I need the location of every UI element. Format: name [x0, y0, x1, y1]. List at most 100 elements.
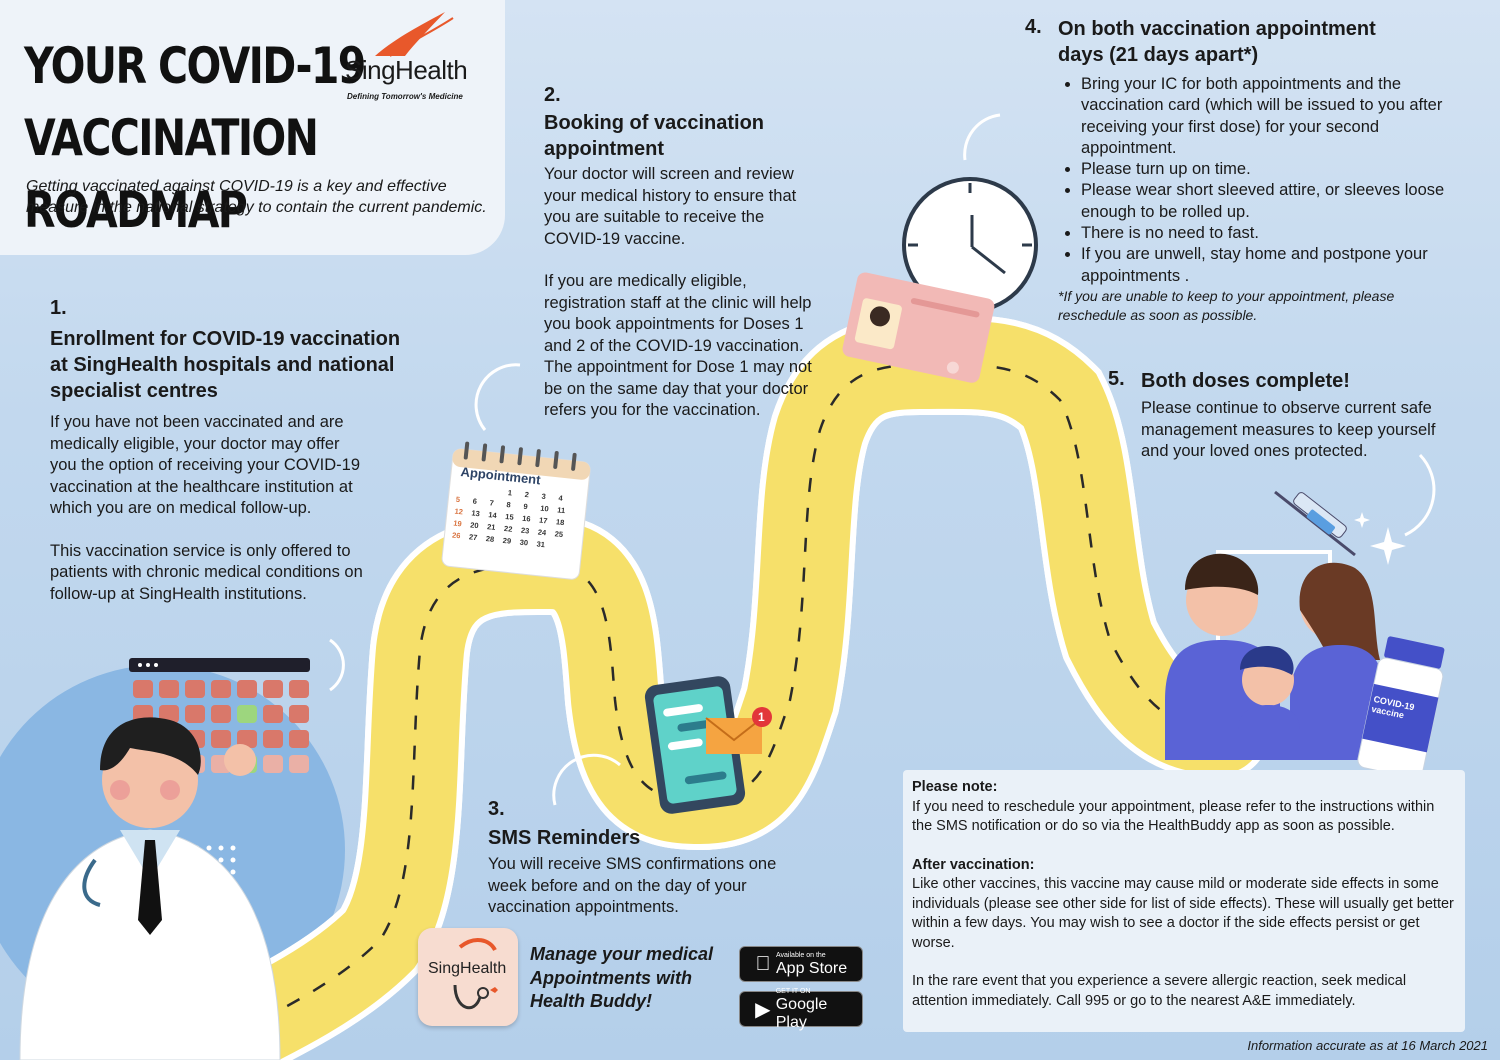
app-store-button[interactable]:  Available on the App Store	[739, 946, 863, 982]
step-number: 2.	[544, 84, 561, 106]
google-play-button[interactable]: ▶ GET IT ON Google Play	[739, 988, 863, 1031]
notes-heading: Please note:	[912, 778, 1456, 798]
calendar-icon	[441, 441, 591, 580]
google-play-big: Google Play	[775, 995, 828, 1031]
booking-grid-cell	[133, 680, 153, 698]
logo-tagline: Defining Tomorrow's Medicine	[347, 92, 463, 101]
pattern-dot	[230, 869, 236, 875]
booking-grid-cell	[159, 680, 179, 698]
severe-reaction-text: In the rare event that you experience a …	[912, 973, 1407, 1009]
booking-grid-cell	[185, 705, 205, 723]
calendar-day: 9	[523, 501, 529, 512]
step-heading: SMS Reminders	[488, 827, 641, 849]
notification-badge	[752, 707, 772, 727]
calendar-day: 22	[503, 523, 513, 534]
after-heading-wrap: After vaccination:	[912, 856, 1456, 876]
step-5: 5. Both doses complete! Please continue …	[1108, 368, 1458, 463]
step-paragraph: Please continue to observe current safe …	[1141, 399, 1436, 460]
pattern-dot	[230, 845, 236, 851]
calendar-day: 24	[537, 527, 547, 538]
family-illustration	[1165, 550, 1385, 760]
page-title-line2: VACCINATION ROADMAP	[24, 109, 319, 239]
step-4-bullets: Bring your IC for both appointments and …	[1025, 74, 1465, 287]
calendar-day	[457, 483, 475, 494]
list-item: Please turn up on time.	[1081, 159, 1465, 180]
calendar-day: 30	[519, 537, 529, 548]
after-vaccination-heading: After vaccination:	[912, 856, 1035, 873]
step-paragraph: If you are medically eligible, registrat…	[544, 272, 812, 419]
app-store-big: App Store	[776, 959, 848, 977]
step-number: 3.	[488, 798, 505, 820]
calendar-day: 16	[521, 513, 531, 524]
page-title: YOUR COVID-19 VACCINATION ROADMAP	[24, 30, 516, 246]
pattern-dot	[218, 845, 224, 851]
booking-grid-cell	[211, 680, 231, 698]
step-paragraph: This vaccination service is only offered…	[50, 541, 363, 603]
calendar-day: 3	[541, 491, 547, 502]
after-vaccination-text: Like other vaccines, this vaccine may ca…	[912, 876, 1454, 951]
calendar-day	[474, 485, 492, 496]
calendar-day: 12	[454, 506, 464, 517]
booking-grid-cell	[289, 730, 309, 748]
booking-grid-cell	[211, 705, 231, 723]
logo-name: SingHealth	[345, 55, 468, 85]
pattern-dot	[218, 857, 224, 863]
calendar-day: 25	[554, 529, 564, 540]
notification-count: 1	[758, 710, 765, 724]
healthbuddy-app-icon[interactable]	[418, 928, 518, 1026]
pattern-dot	[230, 857, 236, 863]
step-number: 1.	[50, 297, 67, 319]
step-paragraph: Your doctor will screen and review your …	[544, 165, 797, 248]
step-footnote: *If you are unable to keep to your appoi…	[1058, 287, 1395, 323]
step-4: 4. On both vaccination appointment days …	[1025, 16, 1465, 325]
step-number: 4.	[1025, 16, 1042, 38]
step-2: 2. Booking of vaccination appointment Yo…	[544, 84, 824, 422]
calendar-day: 23	[520, 525, 530, 536]
booking-grid-cell	[159, 705, 179, 723]
phone-icon	[644, 676, 746, 814]
arc-decoration	[963, 113, 1001, 161]
calendar-day: 28	[485, 534, 495, 544]
calendar-day: 10	[539, 503, 550, 514]
stethoscope-icon	[453, 938, 498, 1010]
calendar-day: 31	[536, 539, 546, 550]
road-lane-line	[179, 363, 1221, 1060]
calendar-day: 15	[504, 511, 515, 522]
calendar-day: 18	[555, 517, 565, 528]
step-heading: On both vaccination appointment days (21…	[1058, 18, 1376, 66]
calendar-day: 13	[471, 508, 481, 519]
booking-grid-cell	[263, 680, 283, 698]
accuracy-note: Information accurate as at 16 March 2021	[1247, 1038, 1488, 1053]
google-play-icon: ▶	[755, 998, 771, 1021]
list-item: Please wear short sleeved attire, or sle…	[1081, 180, 1465, 223]
calendar-day: 21	[486, 522, 496, 532]
booking-grid-cell	[237, 730, 257, 748]
app-store-text: Available on the App Store	[776, 951, 847, 978]
list-item: If you are unwell, stay home and postpon…	[1081, 244, 1465, 287]
step-paragraph: If you have not been vaccinated and are …	[50, 413, 360, 517]
calendar-day: 14	[487, 510, 498, 521]
booking-grid-cell	[185, 680, 205, 698]
booking-grid-cell	[211, 730, 231, 748]
please-note-heading: Please note:	[912, 779, 998, 795]
app-icon-label: SingHealth	[428, 960, 507, 977]
ic-card-icon	[842, 272, 995, 383]
calendar-day: 1	[507, 488, 513, 498]
arc-decoration	[474, 363, 521, 431]
booking-grid-icon	[129, 658, 310, 672]
google-play-small: GET IT ON	[775, 987, 811, 995]
booking-grid-cell	[289, 705, 309, 723]
doctor-figure	[19, 717, 281, 1060]
please-note-text: If you need to reschedule your appointme…	[912, 798, 1435, 835]
calendar-day: 4	[558, 493, 564, 503]
singhealth-logo-icon	[375, 12, 454, 57]
arc-decoration	[1404, 453, 1436, 537]
app-store-small: Available on the	[776, 951, 826, 959]
calendar-day: 29	[502, 535, 512, 546]
booking-grid-cell	[237, 680, 257, 698]
booking-grid-cell	[263, 755, 283, 773]
booking-grid-cell	[289, 680, 309, 698]
healthbuddy-promo: Manage your medical Appointments with He…	[530, 944, 714, 1011]
